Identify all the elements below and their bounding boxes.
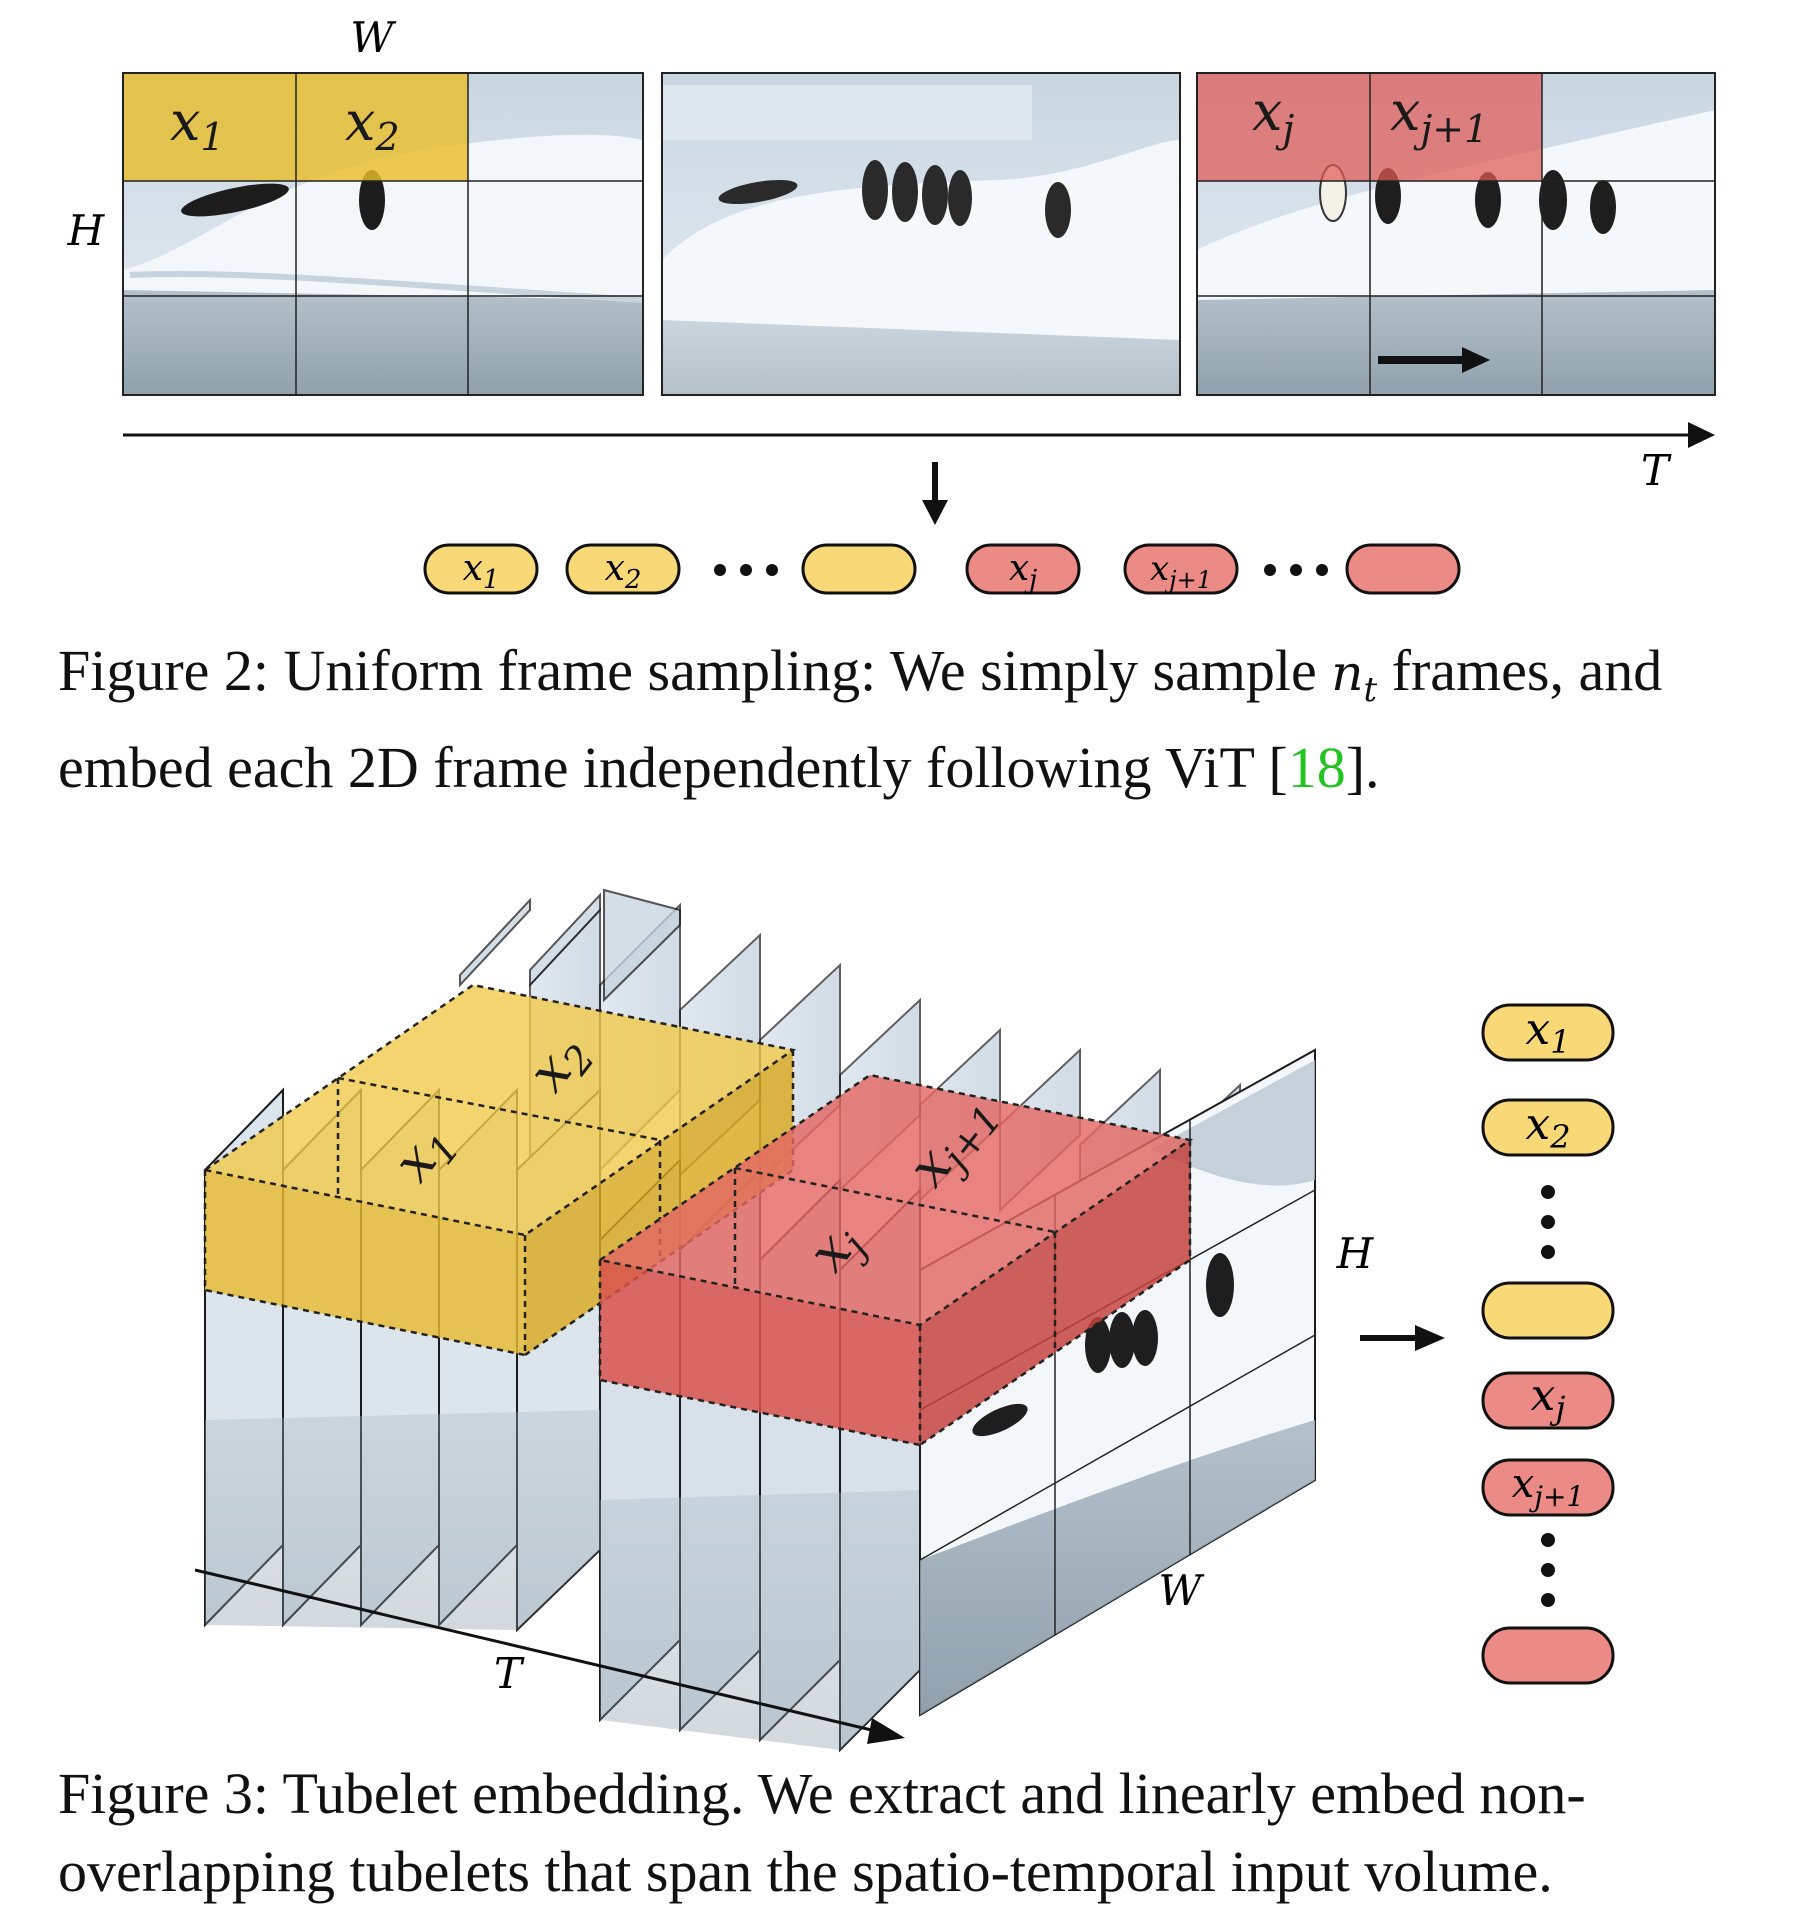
ellipsis-dot: [766, 564, 778, 576]
token-red-last: [1345, 543, 1461, 595]
frame-2: [661, 72, 1181, 396]
figure-2: x1 x2 xj xj+1 W H T x1 x2 xj xj+1: [67, 13, 1716, 595]
axis-label-t: T: [1641, 446, 1672, 495]
token-yellow-last: [801, 543, 917, 595]
frame-1: [122, 72, 644, 396]
patch-label-x1: x1: [170, 90, 225, 159]
citation-link-18[interactable]: 18: [1287, 735, 1346, 800]
token-row-fig2: x1 x2 xj xj+1: [423, 543, 1461, 595]
token-xj: [965, 543, 1081, 595]
ellipsis-dot: [1541, 1215, 1555, 1229]
token-xj1: [1123, 543, 1239, 595]
patch-label-xj: xj: [1252, 80, 1294, 151]
ellipsis-dot: [1541, 1245, 1555, 1259]
token-x1: [1481, 1003, 1615, 1062]
slab-backs: [459, 888, 681, 1003]
ellipsis-dot: [1316, 564, 1328, 576]
ellipsis-dot: [1290, 564, 1302, 576]
patch-labels: x1 x2 xj xj+1: [170, 80, 1488, 159]
svg-text:xj+1: xj+1: [1150, 549, 1212, 594]
figure-3-caption: Figure 3: Tubelet embedding. We extract …: [58, 1761, 1586, 1904]
token-x2: [1481, 1098, 1615, 1157]
svg-text:x2: x2: [1525, 1099, 1570, 1156]
figure-3: x1 x2 xj xj+1 H W T x1 x2 xj xj+1: [194, 888, 1615, 1753]
ellipsis-dot: [714, 564, 726, 576]
svg-text:x2: x2: [605, 548, 642, 595]
token-xj1: [1481, 1458, 1615, 1517]
patch-label-x2: x2: [345, 90, 400, 159]
frame-3: [1196, 72, 1716, 396]
caption-var-nt: nt: [1331, 644, 1378, 710]
token-x2: [565, 543, 681, 595]
token-column-fig3: x1 x2 xj xj+1: [1481, 1003, 1615, 1685]
ellipsis-dot: [1541, 1533, 1555, 1547]
time-axis: [194, 1568, 881, 1734]
svg-text:xj: xj: [1531, 1370, 1566, 1427]
axis-label-h: H: [1336, 1229, 1375, 1278]
tubelet-red: [596, 1073, 1194, 1447]
ellipsis-dot: [740, 564, 752, 576]
ellipsis-dot: [1264, 564, 1276, 576]
tubelet-yellow: [201, 983, 797, 1357]
token-red-last: [1481, 1626, 1615, 1685]
svg-text:x1: x1: [463, 548, 500, 595]
figure-2-caption: Figure 2: Uniform frame sampling: We sim…: [58, 638, 1663, 800]
svg-text:x1: x1: [1525, 1004, 1570, 1061]
token-xj: [1481, 1371, 1615, 1430]
ellipsis-dot: [1541, 1185, 1555, 1199]
token-yellow-last: [1481, 1281, 1615, 1340]
axis-label-w: W: [350, 13, 397, 62]
ellipsis-dot: [1541, 1593, 1555, 1607]
ellipsis-dot: [1541, 1563, 1555, 1577]
patch-label-xj1: xj+1: [1390, 80, 1488, 151]
axis-label-h: H: [67, 206, 106, 255]
axis-label-w: W: [1158, 1566, 1205, 1615]
svg-text:xj+1: xj+1: [1512, 1461, 1585, 1513]
svg-text:xj: xj: [1009, 548, 1037, 595]
axis-label-t: T: [494, 1649, 525, 1698]
token-x1: [423, 543, 539, 595]
